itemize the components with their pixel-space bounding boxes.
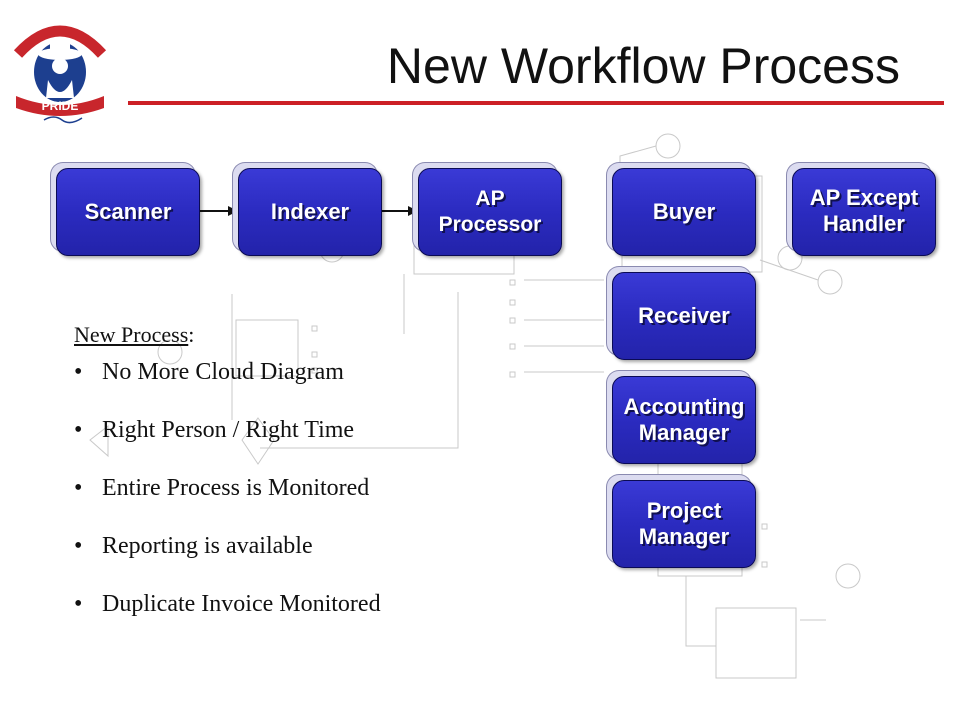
pilgrims-pride-logo: PRIDE bbox=[13, 25, 107, 124]
receiver-box[interactable]: Receiver bbox=[612, 272, 756, 360]
bullet-item: •No More Cloud Diagram bbox=[74, 359, 344, 385]
ap-processor-box[interactable]: AP Processor bbox=[418, 168, 562, 256]
title-underline bbox=[128, 101, 944, 105]
bullet-item: •Reporting is available bbox=[74, 533, 313, 559]
bullet-item: •Right Person / Right Time bbox=[74, 417, 355, 443]
buyer-box[interactable]: Buyer bbox=[612, 168, 756, 256]
section-heading: New Process: bbox=[74, 322, 195, 347]
new-process-section: New Process: •No More Cloud Diagram •Rig… bbox=[74, 322, 534, 648]
bullet-item: •Entire Process is Monitored bbox=[74, 475, 370, 501]
indexer-box[interactable]: Indexer bbox=[238, 168, 382, 256]
svg-text:PRIDE: PRIDE bbox=[42, 99, 79, 113]
scanner-box[interactable]: Scanner bbox=[56, 168, 200, 256]
bullet-item: •Duplicate Invoice Monitored bbox=[74, 591, 381, 617]
slide-title: New Workflow Process bbox=[386, 38, 900, 94]
